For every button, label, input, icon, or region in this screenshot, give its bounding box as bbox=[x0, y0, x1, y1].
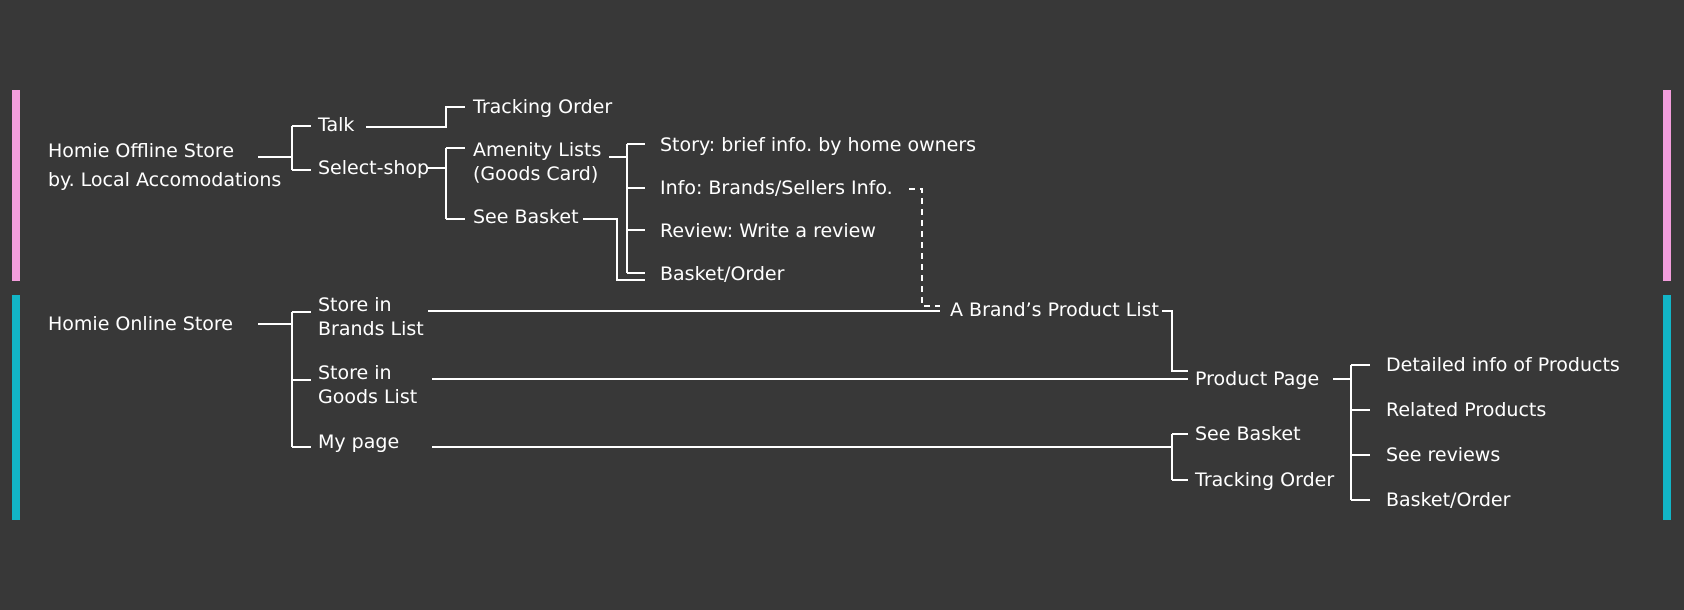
product-page-node: Product Page bbox=[1195, 368, 1319, 390]
offline-accent-bar-right bbox=[1663, 90, 1671, 281]
related-products-node: Related Products bbox=[1386, 399, 1546, 421]
brand-list-to-product-page-connector bbox=[1162, 310, 1188, 372]
info-to-brand-list-connector bbox=[909, 188, 940, 307]
online-tracking-order-node: Tracking Order bbox=[1194, 469, 1334, 491]
offline-accent-bar-left bbox=[12, 90, 20, 281]
story-node: Story: brief info. by home owners bbox=[660, 134, 976, 156]
talk-node: Talk bbox=[317, 114, 354, 136]
brand-product-list-node: A Brand’s Product List bbox=[950, 299, 1159, 321]
talk-to-tracking-connector bbox=[366, 106, 465, 128]
my-page-node: My page bbox=[318, 431, 399, 453]
online-basket-order-node: Basket/Order bbox=[1386, 489, 1511, 511]
offline-root-connector bbox=[258, 125, 311, 171]
see-reviews-node: See reviews bbox=[1386, 444, 1500, 466]
amenity-connector bbox=[609, 143, 645, 274]
online-root-connector bbox=[258, 311, 311, 448]
mypage-connector bbox=[432, 433, 1188, 481]
see-basket-connector bbox=[583, 218, 645, 281]
select-shop-connector bbox=[428, 147, 465, 220]
online-store-root: Homie Online Store bbox=[48, 313, 233, 335]
store-goods-node-line2: Goods List bbox=[318, 386, 417, 408]
offline-see-basket-node: See Basket bbox=[473, 206, 579, 228]
online-accent-bar-left bbox=[12, 295, 20, 520]
detailed-info-node: Detailed info of Products bbox=[1386, 354, 1620, 376]
info-node: Info: Brands/Sellers Info. bbox=[660, 177, 893, 199]
review-node: Review: Write a review bbox=[660, 220, 876, 242]
offline-tracking-order-node: Tracking Order bbox=[472, 96, 612, 118]
offline-store-root-line2: by. Local Accomodations bbox=[48, 169, 281, 191]
offline-store-root-line1: Homie Offline Store bbox=[48, 140, 234, 162]
store-brands-node-line2: Brands List bbox=[318, 318, 424, 340]
amenity-lists-node-line1: Amenity Lists bbox=[473, 139, 601, 161]
offline-connectors bbox=[258, 106, 645, 281]
online-accent-bar-right bbox=[1663, 295, 1671, 520]
select-shop-node: Select-shop bbox=[318, 157, 429, 179]
online-see-basket-node: See Basket bbox=[1195, 423, 1301, 445]
offline-basket-order-node: Basket/Order bbox=[660, 263, 785, 285]
store-goods-node-line1: Store in bbox=[318, 362, 392, 384]
amenity-lists-node-line2: (Goods Card) bbox=[473, 163, 598, 185]
store-brands-node-line1: Store in bbox=[318, 294, 392, 316]
product-page-connector bbox=[1333, 364, 1370, 501]
online-connectors bbox=[258, 188, 1370, 501]
